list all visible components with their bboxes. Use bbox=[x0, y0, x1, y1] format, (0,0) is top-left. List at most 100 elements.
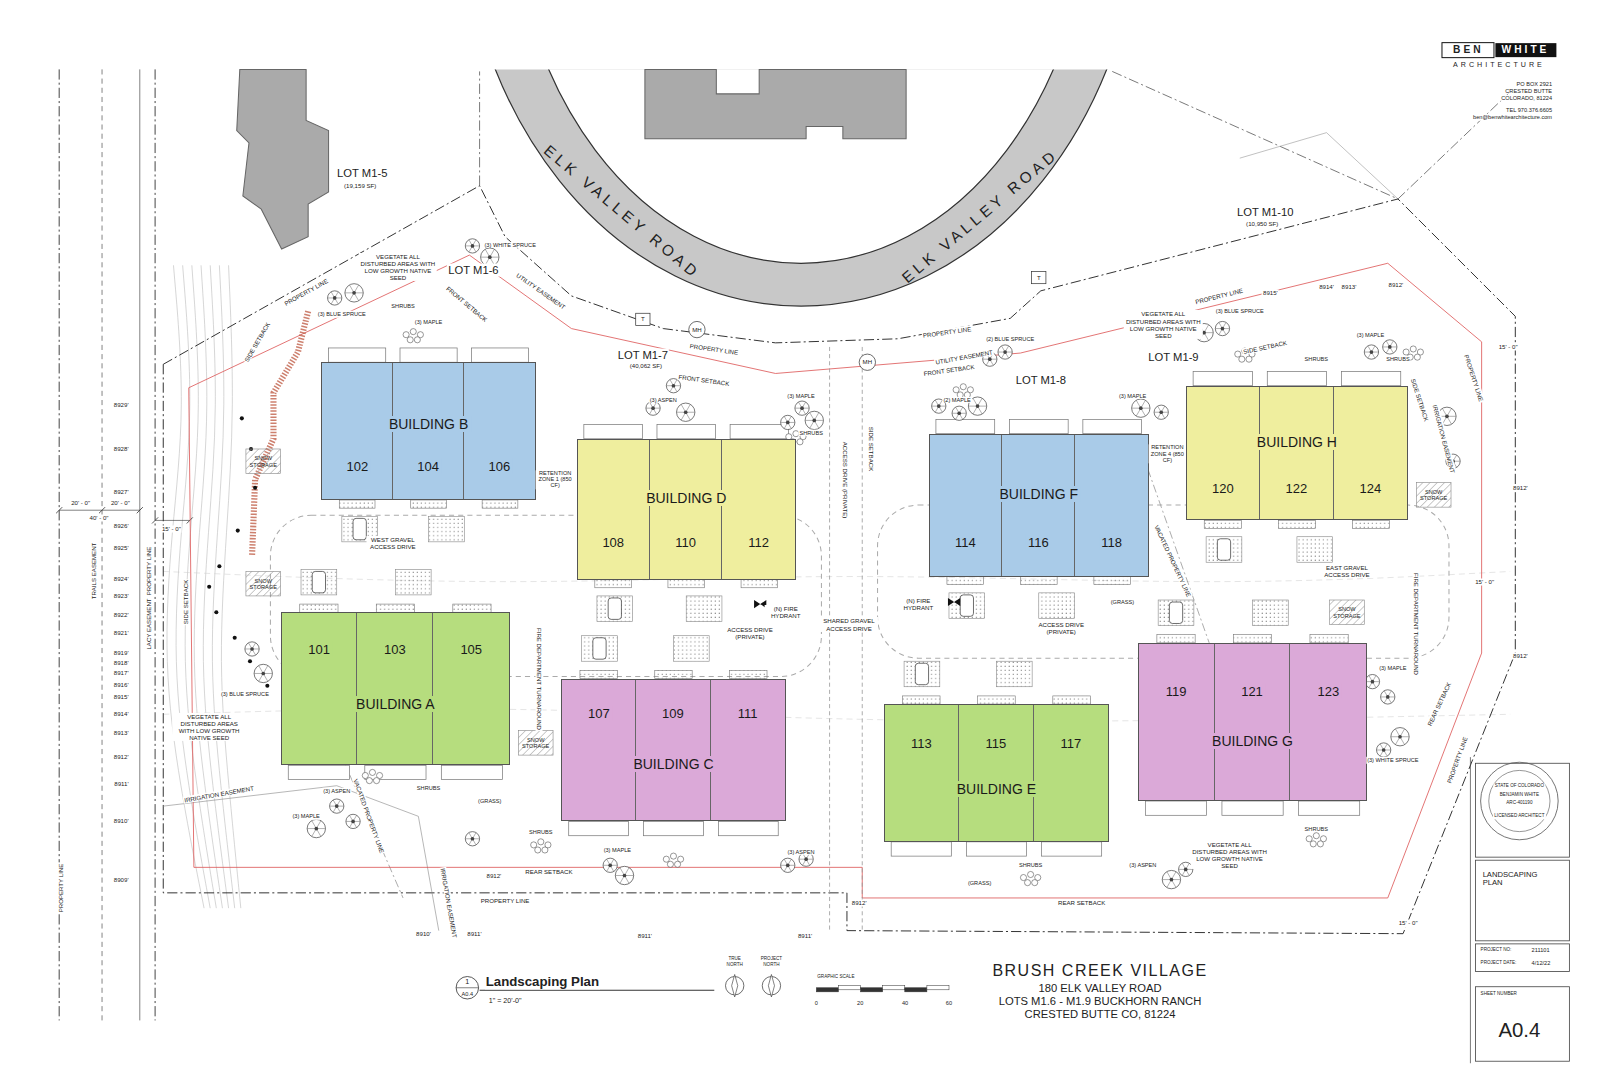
elevation: 8925' bbox=[113, 544, 130, 551]
unit-number: 106 bbox=[486, 459, 512, 474]
contour-line bbox=[203, 265, 228, 908]
easement-line bbox=[155, 69, 156, 1020]
deck bbox=[1267, 371, 1326, 385]
unit-box: 102 bbox=[322, 363, 393, 499]
drive-label: ACCESS DRIVE (PRIVATE) bbox=[1035, 621, 1088, 635]
unit-box: 112 bbox=[722, 440, 794, 579]
unit-number: 104 bbox=[415, 459, 441, 474]
drawing-title: Landscaping Plan bbox=[485, 974, 600, 989]
tree-symbol bbox=[307, 819, 325, 837]
unit-number: 119 bbox=[1164, 683, 1189, 698]
elevation: 8915' bbox=[113, 693, 130, 700]
building-footprint: 120122124BUILDING H bbox=[1186, 386, 1408, 521]
deck bbox=[569, 821, 629, 835]
tree-symbol bbox=[346, 814, 360, 828]
road-surface bbox=[459, 69, 1143, 306]
unit-box: 105 bbox=[433, 613, 509, 764]
entry-stoop bbox=[978, 696, 1016, 704]
unit-number: 116 bbox=[1026, 534, 1051, 549]
easement-label: IRRIGATION EASEMENT bbox=[183, 784, 256, 804]
deck bbox=[1298, 801, 1359, 815]
deck bbox=[365, 765, 426, 779]
boulder-dot bbox=[240, 416, 244, 420]
north-label: PROJECT NORTH bbox=[756, 956, 787, 967]
contour-line bbox=[221, 265, 240, 908]
unit-number: 101 bbox=[306, 642, 332, 657]
elevation: 8915' bbox=[1262, 289, 1279, 296]
boulder-dot bbox=[265, 684, 269, 688]
tree-symbol bbox=[1154, 405, 1168, 419]
title-underline bbox=[480, 990, 715, 991]
retention-note: RETENTION ZONE 4 (850 CF) bbox=[1149, 444, 1186, 463]
scale-number: 20 bbox=[856, 1000, 864, 1006]
deck bbox=[730, 424, 789, 438]
drive-label: ACCESS DRIVE (PRIVATE) bbox=[723, 626, 776, 640]
shrub-cluster bbox=[403, 329, 423, 343]
tree-symbol bbox=[1365, 674, 1379, 688]
shrub-cluster bbox=[1020, 871, 1040, 885]
scale-number: 40 bbox=[901, 1000, 909, 1006]
setback-label: REAR SETBACK bbox=[524, 869, 573, 876]
entry-stoop bbox=[902, 696, 940, 704]
deck bbox=[657, 424, 716, 438]
drive-edge bbox=[862, 347, 863, 931]
entry-stoop bbox=[339, 500, 375, 508]
tree-symbol bbox=[952, 406, 966, 420]
unit-number: 108 bbox=[600, 535, 626, 550]
address-line: ben@benwhitearchitecture.com bbox=[1472, 114, 1553, 120]
elevation: 8912' bbox=[1512, 653, 1529, 660]
dimension-tick bbox=[99, 507, 105, 513]
entry-stoop bbox=[655, 670, 692, 678]
building-footprint: 113115117BUILDING E bbox=[884, 704, 1110, 842]
plant-label: (3) ASPEN bbox=[649, 397, 678, 403]
tree-symbol bbox=[330, 799, 344, 813]
scale-number: 60 bbox=[945, 1000, 953, 1006]
elevation: 8909' bbox=[113, 876, 130, 883]
unit-number: 117 bbox=[1059, 736, 1084, 751]
deck bbox=[966, 842, 1026, 856]
dimension: 15' - 0" bbox=[161, 525, 182, 532]
address-line: CRESTED BUTTE bbox=[1504, 88, 1553, 94]
elevation: 8919' bbox=[113, 650, 130, 657]
plan-linework bbox=[56, 0, 1569, 1063]
deck bbox=[400, 348, 457, 362]
shrub-cluster bbox=[1306, 833, 1326, 847]
elevation: 8927' bbox=[113, 488, 130, 495]
unit-number: 120 bbox=[1210, 480, 1236, 495]
tree-symbol bbox=[1364, 345, 1378, 359]
scale-bar bbox=[816, 988, 838, 992]
logo-word: BEN bbox=[1442, 42, 1495, 58]
address-line: COLORADO, 81224 bbox=[1500, 95, 1553, 101]
unit-number: 113 bbox=[909, 736, 934, 751]
plant-label: SHRUBS bbox=[1304, 356, 1329, 362]
project-title: BRUSH CREEK VILLAGE bbox=[992, 962, 1207, 980]
sheet-ref: 1 bbox=[464, 978, 470, 986]
entry-stoop bbox=[741, 580, 778, 588]
grass-label: (GRASS) bbox=[967, 879, 992, 885]
parking-pad bbox=[673, 636, 709, 662]
elevation: 8924' bbox=[113, 575, 130, 582]
unit-number: 102 bbox=[344, 459, 370, 474]
elevation: 8910' bbox=[415, 930, 432, 937]
tree-symbol bbox=[805, 411, 823, 429]
lot-area: (19,159 SF) bbox=[343, 182, 377, 189]
snow-storage-area bbox=[246, 449, 281, 473]
snow-storage-area bbox=[1416, 483, 1451, 507]
tree-symbol bbox=[677, 403, 695, 421]
deck bbox=[471, 348, 528, 362]
lot-label: LOT M1-10 bbox=[1236, 206, 1295, 219]
deck bbox=[1042, 842, 1102, 856]
snow-storage-label: SNOW STORAGE bbox=[247, 455, 280, 468]
easement-line bbox=[163, 786, 439, 931]
setback-label: FRONT SETBACK bbox=[922, 363, 976, 377]
stamp-text: ARC-401190 bbox=[1505, 800, 1533, 805]
elevation: 8914' bbox=[113, 711, 130, 718]
unit-number: 121 bbox=[1239, 683, 1265, 698]
property-line bbox=[479, 71, 480, 185]
entry-stoop bbox=[482, 500, 518, 508]
contour-line bbox=[163, 571, 1510, 581]
project-address: 180 ELK VALLEY ROAD bbox=[1037, 981, 1162, 994]
plant-label: SHRUBS bbox=[528, 828, 553, 834]
parking-pad bbox=[301, 569, 337, 595]
entry-stoop bbox=[730, 670, 767, 678]
